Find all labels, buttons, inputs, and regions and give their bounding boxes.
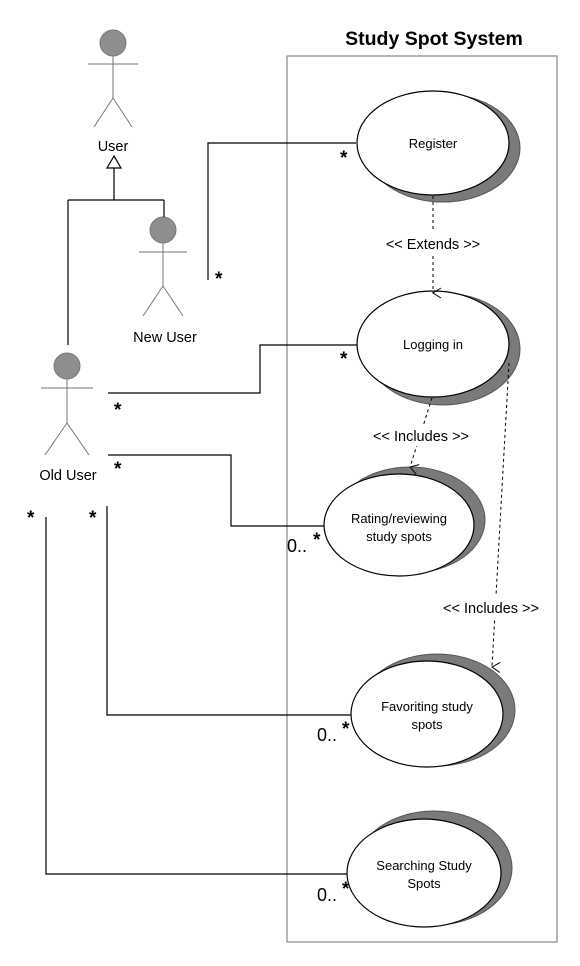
- use-case-searching-label-line1: Searching Study: [376, 858, 472, 873]
- extends-label: << Extends >>: [386, 237, 480, 253]
- assoc-old-user-searching: [45, 517, 348, 875]
- assoc-old-user-logging-in: [108, 344, 357, 394]
- use-case-logging-in-label: Logging in: [403, 337, 463, 352]
- actor-new-user: New User: [133, 216, 197, 346]
- mult-searching-star: *: [342, 879, 350, 900]
- mult-register-star: *: [340, 148, 348, 169]
- assoc-old-user-rating: [108, 454, 326, 527]
- mult-rating-zero: 0..: [287, 536, 307, 556]
- mult-favoriting-zero: 0..: [317, 725, 337, 745]
- use-case-favoriting: Favoriting study spots: [350, 653, 516, 768]
- generalization-arrowhead: [105, 154, 123, 169]
- includes-favoriting-arrow: [491, 362, 510, 673]
- includes-favoriting-label: << Includes >>: [443, 601, 539, 617]
- actor-user-head: [99, 29, 127, 57]
- mult-rating-star: *: [313, 530, 321, 551]
- actor-user: User: [88, 29, 138, 155]
- actor-old-user: Old User: [39, 352, 97, 484]
- generalization: [67, 154, 165, 345]
- actor-user-label: User: [98, 139, 129, 155]
- mult-new-user-star: *: [215, 269, 223, 290]
- use-case-logging-in: Logging in: [356, 290, 521, 406]
- actor-new-user-head: [149, 216, 177, 244]
- use-case-favoriting-label-line2: spots: [411, 717, 443, 732]
- use-case-searching: Searching Study Spots: [346, 810, 513, 928]
- use-case-rating-label-line1: Rating/reviewing: [351, 511, 447, 526]
- includes-rating-label: << Includes >>: [373, 429, 469, 445]
- mult-old-user-search-star: *: [27, 508, 35, 529]
- actor-new-user-label: New User: [133, 330, 197, 346]
- use-case-searching-label-line2: Spots: [407, 876, 441, 891]
- mult-logging-in-star: *: [340, 349, 348, 370]
- use-case-rating-label-line2: study spots: [366, 529, 432, 544]
- actor-old-user-label: Old User: [39, 468, 96, 484]
- system-title: Study Spot System: [345, 28, 523, 50]
- assoc-new-user-register: [207, 142, 356, 280]
- mult-old-user-login-star: *: [114, 400, 122, 421]
- system-boundary: [286, 55, 558, 943]
- use-case-register-label: Register: [409, 136, 458, 151]
- actor-old-user-head: [53, 352, 81, 380]
- assoc-old-user-favoriting: [106, 506, 354, 716]
- use-case-favoriting-label-line1: Favoriting study: [381, 699, 473, 714]
- mult-old-user-fav-star: *: [89, 508, 97, 529]
- mult-searching-zero: 0..: [317, 885, 337, 905]
- mult-old-user-rating-star: *: [114, 459, 122, 480]
- mult-favoriting-star: *: [342, 719, 350, 740]
- use-case-register: Register: [356, 90, 521, 203]
- use-case-rating: Rating/reviewing study spots: [323, 466, 486, 577]
